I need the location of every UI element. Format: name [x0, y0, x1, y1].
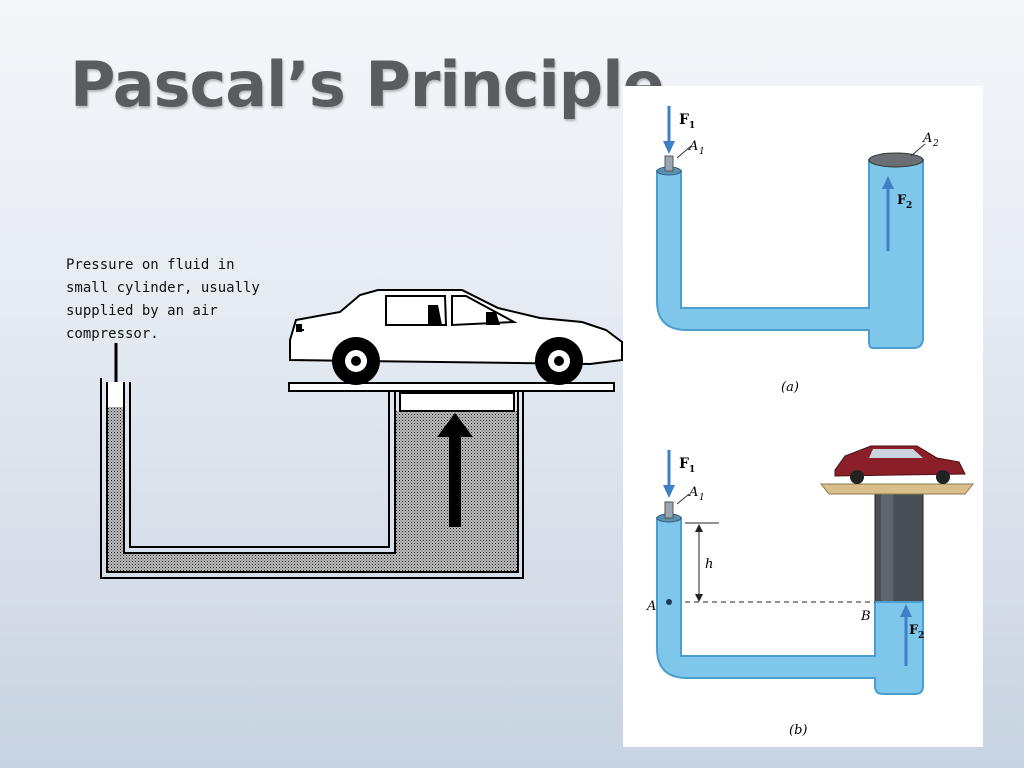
- label-f1-b-sub: 1: [689, 465, 695, 475]
- point-a-marker: [666, 599, 672, 605]
- caption-line: supplied by an air: [66, 303, 218, 319]
- label-a1-a-sub: 1: [699, 147, 705, 157]
- label-a2-a-sub: 2: [932, 139, 939, 149]
- large-piston: [399, 392, 515, 412]
- label-a1-a: A: [688, 139, 698, 154]
- piston-a2: [868, 152, 924, 168]
- label-h: h: [705, 557, 713, 572]
- slide-title: Pascal’s Principle: [70, 48, 664, 121]
- red-car: [834, 445, 966, 484]
- caption-line: Pressure on fluid in: [66, 257, 235, 273]
- panel-label-b: (b): [789, 723, 807, 738]
- hydraulic-lift-diagram: [100, 289, 623, 579]
- figure-b: [656, 445, 975, 695]
- label-point-a: A: [646, 599, 656, 614]
- label-f2-a: F: [897, 193, 907, 208]
- car-wheels: [332, 337, 583, 385]
- force-f2-arrow-b: [900, 604, 912, 666]
- container-walls: [100, 378, 524, 579]
- label-a1-b-sub: 1: [699, 493, 705, 503]
- force-f1-arrow-b: [663, 450, 675, 498]
- force-f2-arrow-a: [882, 176, 894, 251]
- lift-platform: [288, 382, 615, 392]
- label-point-b: B: [860, 609, 871, 624]
- label-f1-a-sub: 1: [689, 121, 695, 131]
- label-a1-b: A: [688, 485, 698, 500]
- label-f1-b: F: [679, 456, 689, 472]
- car-platform: [819, 483, 975, 495]
- label-f2-b: F: [909, 623, 919, 638]
- fluid-tube-a: [656, 159, 924, 349]
- caption-line: compressor.: [66, 326, 159, 342]
- hydraulic-fluid: [107, 407, 518, 572]
- fluid-tube-b: [656, 517, 924, 695]
- caption-line: small cylinder, usually: [66, 280, 260, 296]
- textbook-figure: F 1 A 1 A 2 F 2 (a): [623, 86, 983, 747]
- force-f1-arrow-a: [663, 106, 675, 154]
- output-force-arrow: [437, 413, 473, 527]
- label-f2-b-sub: 2: [918, 631, 924, 641]
- label-a2-a: A: [922, 131, 932, 146]
- label-f2-a-sub: 2: [906, 201, 912, 211]
- figure-a: [656, 106, 926, 349]
- panel-label-a: (a): [781, 380, 799, 395]
- label-f1-a: F: [679, 112, 689, 128]
- caption-text: Pressure on fluid in small cylinder, usu…: [66, 254, 281, 346]
